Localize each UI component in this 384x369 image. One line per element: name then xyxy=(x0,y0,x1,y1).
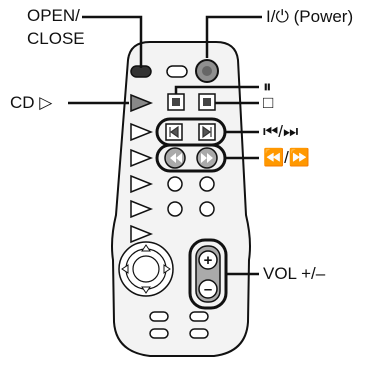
triangle-button[interactable] xyxy=(130,122,154,142)
search-label: ⏪/⏩ xyxy=(263,148,311,167)
rewind-icon xyxy=(170,153,182,163)
volume-up-button[interactable] xyxy=(198,250,218,270)
dpad-up-icon[interactable] xyxy=(141,244,151,252)
skip-prev-icon xyxy=(169,125,179,139)
cd-play-button[interactable] xyxy=(130,93,154,113)
stop-button-core xyxy=(203,98,211,106)
triangle-button[interactable] xyxy=(130,148,154,168)
open-close-label-line2: CLOSE xyxy=(27,29,85,48)
triangle-buttons xyxy=(130,122,154,244)
volume-up-label: + xyxy=(204,252,213,269)
triangle-button[interactable] xyxy=(130,174,154,194)
dpad-right-icon[interactable] xyxy=(163,264,171,274)
bottom-pill-button[interactable] xyxy=(189,328,209,339)
pause-label: ⏸ xyxy=(263,77,272,96)
dpad-down-icon[interactable] xyxy=(141,286,151,294)
skip-label: ⏮/⏭ xyxy=(263,122,299,141)
dpad-left-icon[interactable] xyxy=(121,264,129,274)
bottom-pill-button[interactable] xyxy=(149,328,169,339)
triangle-button[interactable] xyxy=(130,224,154,244)
cd-play-label: CD ▷ xyxy=(10,93,53,112)
leader-power xyxy=(205,15,262,58)
volume-down-button[interactable] xyxy=(198,279,218,299)
remote-body xyxy=(111,41,251,357)
triangle-button[interactable] xyxy=(130,199,154,219)
circle-button[interactable] xyxy=(167,176,183,192)
leader-pause xyxy=(174,85,259,94)
open-close-label: OPEN/ CLOSE xyxy=(27,6,85,49)
pause-button-core xyxy=(172,98,180,106)
power-button-center xyxy=(202,66,212,76)
open-close-label-line1: OPEN/ xyxy=(27,6,80,25)
circle-button[interactable] xyxy=(167,201,183,217)
fast-forward-icon xyxy=(201,153,213,163)
circle-button[interactable] xyxy=(199,176,215,192)
skip-next-icon xyxy=(202,125,212,139)
power-label: I/⏻ (Power) xyxy=(266,7,354,26)
stop-label: □ xyxy=(263,93,274,112)
circle-button[interactable] xyxy=(199,201,215,217)
dpad-center[interactable] xyxy=(132,255,160,283)
bottom-pill-button[interactable] xyxy=(149,311,169,322)
bottom-pill-button[interactable] xyxy=(189,311,209,322)
volume-down-label: – xyxy=(204,281,212,298)
blank-pill-button[interactable] xyxy=(166,65,188,78)
volume-label: VOL +/– xyxy=(263,264,326,283)
leader-open-close xyxy=(82,15,143,68)
